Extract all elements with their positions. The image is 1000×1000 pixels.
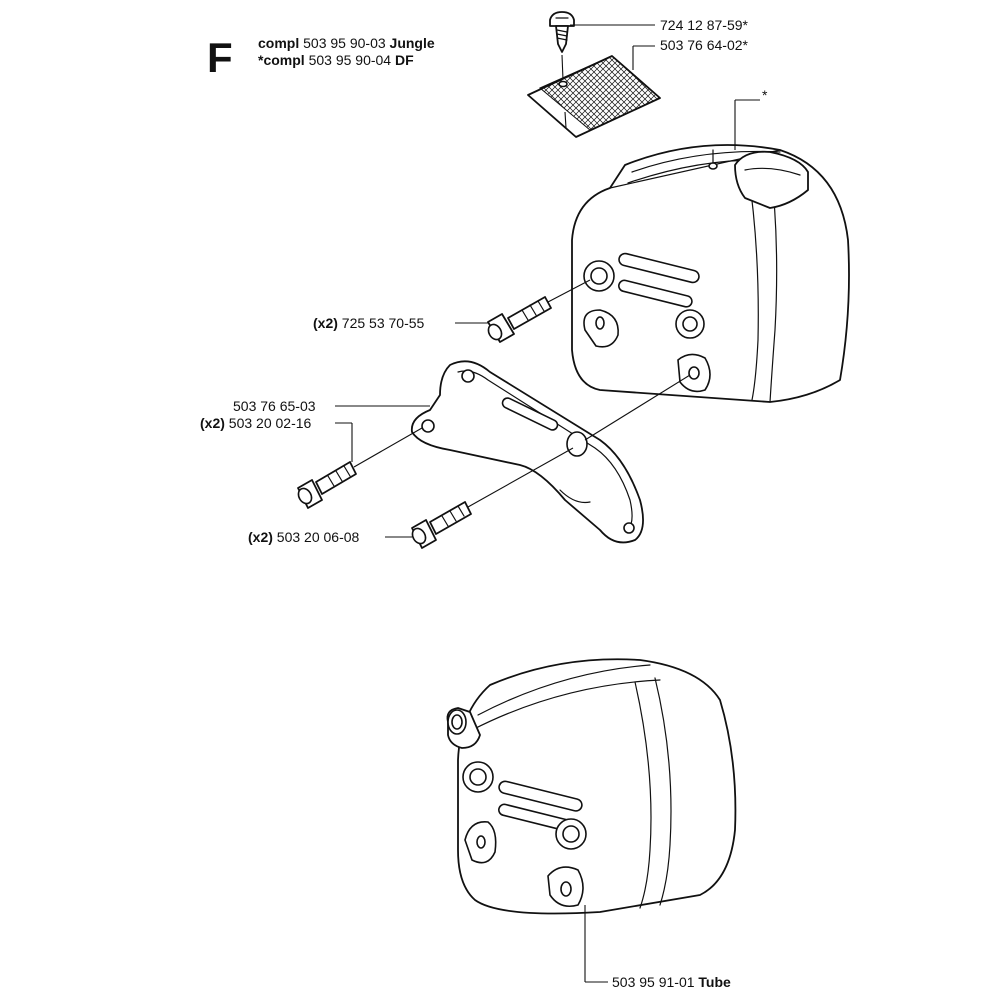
muffler-lower: [446, 658, 737, 915]
bolt-lower: [411, 501, 472, 549]
callout-bolt-upper: (x2) 725 53 70-55: [313, 315, 425, 331]
section-letter: F: [207, 34, 233, 81]
bolt-upper: [487, 296, 552, 343]
assembly-line-df: *compl 503 95 90-04 DF: [258, 52, 414, 68]
assembly-line-jungle: compl 503 95 90-03 Jungle: [258, 35, 435, 51]
callout-muffler-lower: 503 95 91-01 Tube: [612, 974, 731, 990]
callout-bolt-mid: (x2) 503 20 02-16: [200, 415, 312, 431]
top-screw: [549, 11, 575, 53]
callout-heat-shield: 503 76 64-02*: [660, 37, 749, 53]
muffler-upper: [571, 144, 850, 403]
callout-screw-top: 724 12 87-59*: [660, 17, 749, 33]
callout-muffler-upper: *: [762, 87, 768, 103]
bolt-mid: [297, 461, 357, 509]
callout-bolt-lower: (x2) 503 20 06-08: [248, 529, 360, 545]
mounting-bracket: [410, 360, 644, 544]
heat-shield-mesh: [527, 55, 661, 138]
callout-bracket: 503 76 65-03: [233, 398, 316, 414]
